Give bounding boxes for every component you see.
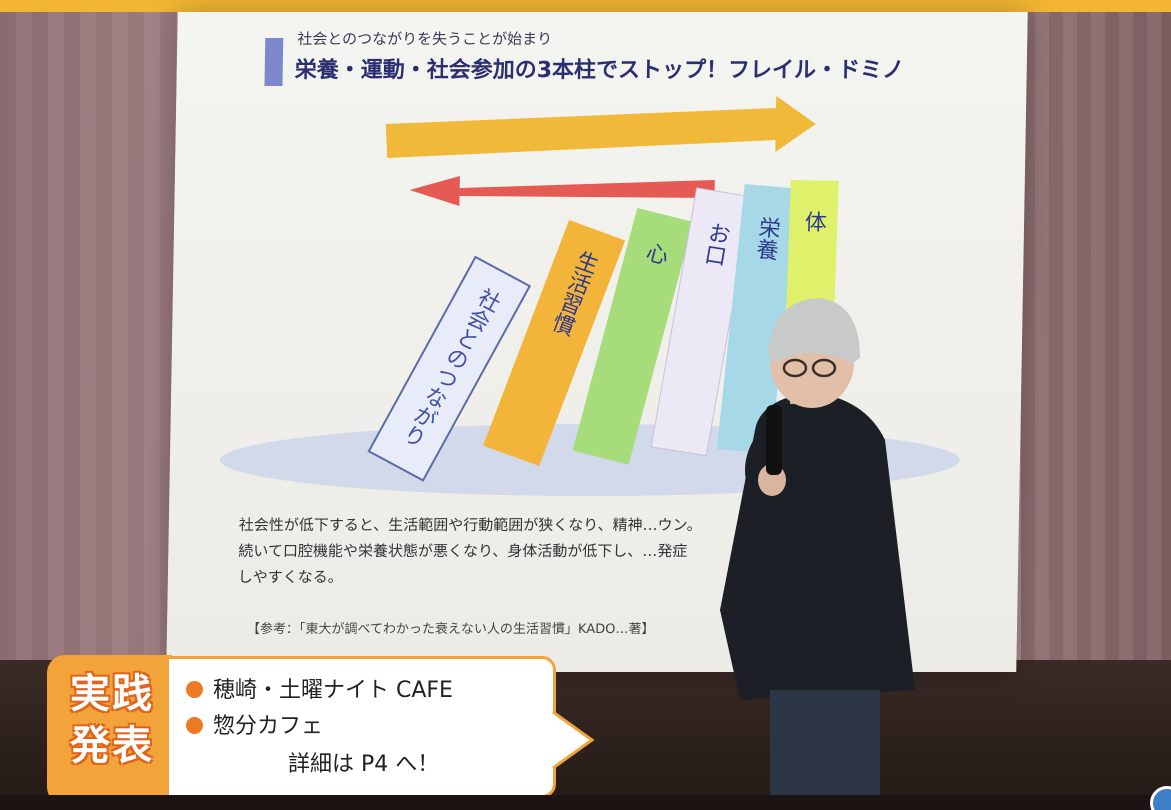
bullet-dot-icon — [186, 717, 203, 734]
domino-label-body: 体 — [800, 210, 827, 233]
domino-nutrition: 栄養 — [716, 184, 799, 454]
projection-screen: 社会とのつながりを失うことが始まり 栄養・運動・社会参加の3本柱でストップ！フレ… — [166, 12, 1028, 672]
speaker-legs — [770, 690, 880, 800]
arrow-left — [409, 176, 715, 206]
callout-item-2: 惣分カフェ — [186, 708, 323, 740]
domino-mouth: お口 — [650, 187, 753, 457]
speaker-figure — [720, 298, 915, 800]
curtain-left — [0, 12, 190, 712]
callout-item-1-text: 穂崎・土曜ナイト CAFE — [213, 678, 453, 703]
domino-lifestyle: 生活習慣 — [483, 220, 626, 467]
badge-line-1: 実践 — [70, 671, 154, 717]
practice-badge — [47, 655, 172, 805]
bullet-dot-icon — [186, 681, 203, 698]
callout-item-1: 穂崎・土曜ナイト CAFE — [186, 672, 453, 704]
slide-reference: 【参考：「東大が調べてわかった衰えない人の生活習慣」KADO…著】 — [246, 622, 655, 637]
bottom-edge — [0, 795, 1171, 810]
practice-badge-text: 実践 発表 — [62, 668, 162, 772]
speaker-glasses-left — [782, 358, 808, 378]
domino-illustration: 社会とのつながり 生活習慣 心 お口 栄養 体 — [219, 96, 960, 496]
top-accent-bar — [0, 0, 1171, 12]
badge-line-2: 発表 — [70, 723, 154, 769]
callout-detail: 詳細は P4 へ！ — [288, 752, 440, 777]
callout-item-2-text: 惣分カフェ — [213, 714, 324, 739]
speaker-glasses-right — [811, 358, 837, 378]
arrow-right — [385, 96, 816, 158]
corner-circle-icon — [1150, 786, 1171, 810]
speaker-beanie — [768, 298, 860, 364]
domino-mind: 心 — [572, 208, 694, 465]
speech-bubble — [166, 656, 556, 798]
speaker-coat — [720, 392, 915, 700]
curtain-right — [1021, 12, 1171, 712]
domino-label-nutrition: 栄養 — [751, 215, 781, 261]
microphone — [766, 405, 782, 475]
domino-body: 体 — [785, 180, 839, 331]
speech-bubble-tail — [552, 710, 595, 770]
